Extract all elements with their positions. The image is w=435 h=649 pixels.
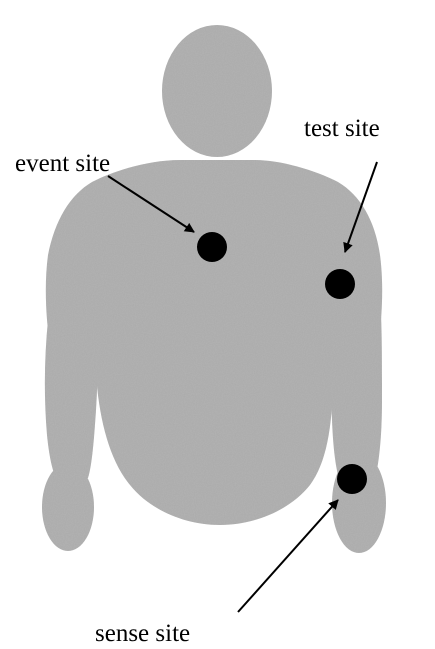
test-site-marker bbox=[325, 269, 355, 299]
sense-site-marker bbox=[337, 464, 367, 494]
head bbox=[162, 25, 272, 157]
test-site-label: test site bbox=[304, 115, 380, 142]
left-arm bbox=[45, 320, 98, 478]
left-hand bbox=[42, 463, 94, 551]
event-site-label: event site bbox=[15, 150, 110, 177]
event-site-marker bbox=[197, 232, 227, 262]
right-arm bbox=[331, 300, 383, 475]
sense-site-label: sense site bbox=[95, 620, 190, 647]
